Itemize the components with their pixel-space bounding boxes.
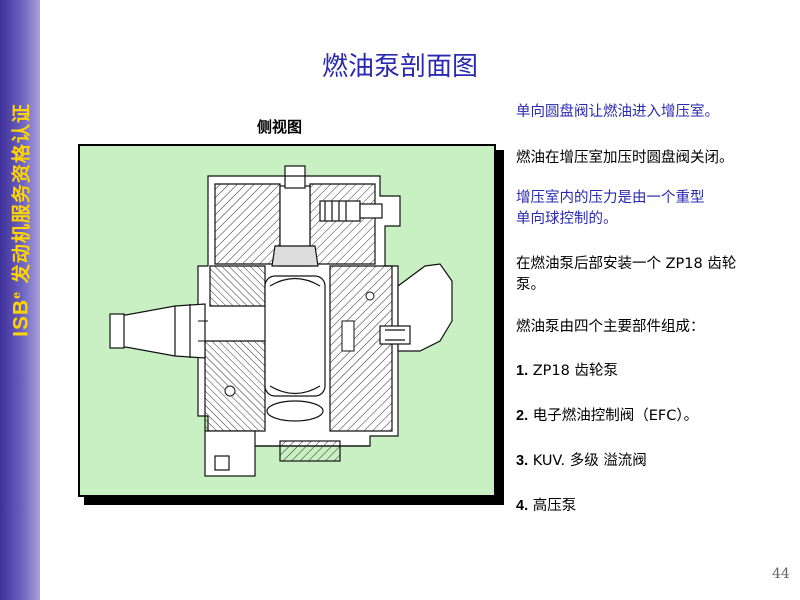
note-gear-pump: 在燃油泵后部安装一个 ZP18 齿轮 泵。 xyxy=(516,254,736,296)
note-disc-valve-open: 单向圆盘阀让燃油进入增压室。 xyxy=(516,104,719,120)
page-number: 44 xyxy=(772,566,790,582)
pump-cross-section-drawing xyxy=(109,165,453,477)
efc-valve xyxy=(379,263,453,352)
drive-shaft xyxy=(109,303,206,359)
list-item: 4. 高压泵 xyxy=(516,498,577,514)
note-pressure-control: 增压室内的压力是由一个重型 单向球控制的。 xyxy=(516,188,705,230)
list-item: 2. 电子燃油控制阀（EFC）。 xyxy=(516,408,699,424)
note-gear-line1: 在燃油泵后部安装一个 ZP18 齿轮 xyxy=(516,256,737,272)
note-components-intro: 燃油泵由四个主要部件组成： xyxy=(516,319,705,335)
figure-caption: 侧视图 xyxy=(257,118,303,136)
sidebar-subtitle: 发动机服务资格认证 xyxy=(10,103,33,284)
note-pressure-line1: 增压室内的压力是由一个重型 xyxy=(516,190,705,206)
cam-roller xyxy=(264,275,326,422)
list-item: 3. KUV. 多级 溢流阀 xyxy=(516,453,647,469)
sidebar: ISBe 发动机服务资格认证 xyxy=(0,0,40,600)
note-gear-line2: 泵。 xyxy=(516,277,545,293)
list-item: 1. ZP18 齿轮泵 xyxy=(516,363,618,379)
note-pressure-line2: 单向球控制的。 xyxy=(516,211,618,227)
pump-cross-section-figure xyxy=(78,144,496,497)
sidebar-superscript: e xyxy=(10,290,24,299)
page-title: 燃油泵剖面图 xyxy=(321,52,478,82)
components-list: 1. ZP18 齿轮泵 2. 电子燃油控制阀（EFC）。 3. KUV. 多级 … xyxy=(516,361,698,541)
sidebar-brand: ISB xyxy=(9,298,33,337)
plunger xyxy=(271,165,319,267)
pump-base xyxy=(204,430,370,477)
note-disc-valve-closed: 燃油在增压室加压时圆盘阀关闭。 xyxy=(516,150,734,166)
sidebar-title: ISBe 发动机服务资格认证 xyxy=(7,103,34,337)
top-valve xyxy=(319,200,383,222)
